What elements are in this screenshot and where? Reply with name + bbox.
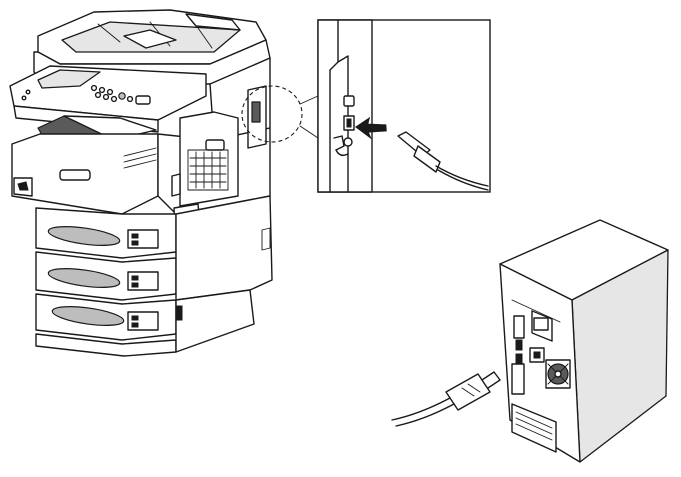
- cabinet-side-switch: [175, 305, 183, 321]
- closeup-cable: [435, 165, 489, 187]
- power-switch: [17, 181, 29, 191]
- side-lever: [171, 173, 181, 197]
- insert-arrow: [355, 116, 387, 140]
- pc-usb-cable: [391, 371, 501, 427]
- closeup-network-port: [343, 95, 355, 107]
- tower-port-parallel: [511, 363, 525, 395]
- closeup-usb-plug-body: [413, 145, 441, 173]
- closeup-bracket: [333, 135, 345, 151]
- closeup-panel-edge: [329, 19, 339, 193]
- lcd-display: [37, 69, 101, 89]
- closeup-screw: [343, 137, 353, 147]
- copier-machine: [9, 9, 273, 357]
- interface-ports: [251, 101, 261, 123]
- pc-cable: [391, 397, 451, 421]
- side-latch: [205, 139, 225, 151]
- paper-cassette-3: [35, 293, 177, 341]
- tower-expansion-slots: [511, 403, 557, 453]
- usb-port-closeup: [317, 19, 491, 193]
- paper-cassette-1: [35, 207, 177, 259]
- side-panel: [179, 111, 239, 207]
- cabinet-side-lower: [175, 289, 255, 353]
- tower-back-label: [533, 317, 549, 331]
- port-highlight-circle: [241, 85, 303, 143]
- paper-cassette-2: [35, 251, 177, 301]
- cabinet-side-upper: [175, 195, 273, 301]
- computer-tower: [499, 219, 669, 463]
- feeder-output-flap: [185, 13, 241, 31]
- feeder-paper-stack: [123, 29, 177, 49]
- tower-port-usb-2: [515, 353, 523, 365]
- tower-port-usb-1: [515, 339, 523, 351]
- tower-port-ps2: [513, 315, 525, 339]
- keypad-buttons: [21, 84, 151, 105]
- front-handle: [59, 169, 91, 181]
- callout-lines: [299, 95, 319, 139]
- tower-fan: [545, 359, 571, 389]
